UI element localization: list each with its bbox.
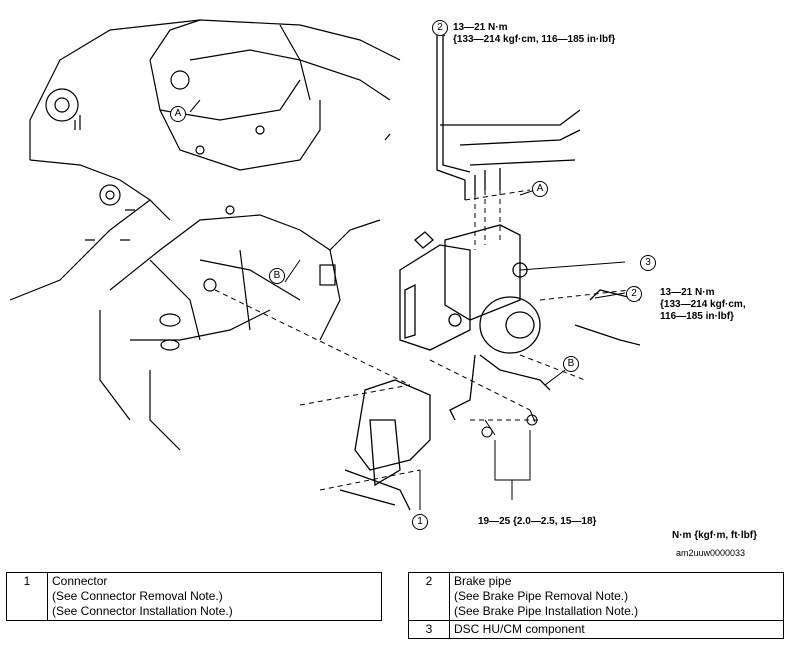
torque-right-line1: 13—21 N·m (660, 287, 715, 298)
callout-3: 3 (640, 255, 656, 271)
legend-num-1: 1 (6, 572, 48, 621)
legend-title-3: DSC HU/CM component (449, 620, 784, 639)
legend-note-1b: (See Connector Installation Note.) (52, 604, 233, 618)
exploded-view-diagram (9, 19, 641, 511)
torque-label-top: 13—21 N·m {133—214 kgf·cm, 116—185 in·lb… (453, 22, 615, 46)
callout-2-top: 2 (432, 20, 448, 36)
brake-pipes (436, 30, 641, 346)
torque-label-right: 13—21 N·m {133—214 kgf·cm, 116—185 in·lb… (660, 287, 746, 323)
legend-table-left: 1 Connector (See Connector Removal Note.… (6, 572, 382, 621)
dsc-hu-cm-component (399, 224, 551, 421)
torque-top-line1: 13—21 N·m (453, 22, 508, 33)
connector-bracket (339, 379, 431, 511)
legend-row-1: 1 Connector (See Connector Removal Note.… (6, 572, 382, 621)
callout-a-unit: A (532, 181, 548, 197)
legend-note-2a: (See Brake Pipe Removal Note.) (454, 589, 629, 603)
legend-num-2: 2 (408, 572, 450, 621)
legend-title-2: Brake pipe (454, 574, 512, 588)
legend-desc-2: Brake pipe (See Brake Pipe Removal Note.… (449, 572, 784, 621)
torque-right-line2: {133—214 kgf·cm, (660, 299, 746, 310)
legend-title-1: Connector (52, 574, 108, 588)
legend-note-1a: (See Connector Removal Note.) (52, 589, 223, 603)
callout-b-unit: B (563, 356, 579, 372)
legend-row-3: 3 DSC HU/CM component (408, 620, 784, 639)
legend-desc-1: Connector (See Connector Removal Note.) … (47, 572, 382, 621)
torque-right-line3: 116—185 in·lbf} (660, 311, 734, 322)
vehicle-body-panel (9, 19, 401, 451)
torque-label-bottom: 19—25 {2.0—2.5, 15—18} (478, 516, 597, 527)
mounting-bolts (481, 409, 538, 438)
units-note: N·m {kgf·m, ft·lbf} (672, 530, 757, 541)
legend-table-right: 2 Brake pipe (See Brake Pipe Removal Not… (408, 572, 784, 639)
leader-lines (189, 29, 626, 510)
legend-note-2b: (See Brake Pipe Installation Note.) (454, 604, 639, 618)
legend-num-3: 3 (408, 620, 450, 639)
torque-top-line2: {133—214 kgf·cm, 116—185 in·lbf} (453, 34, 616, 45)
callout-a-body: A (170, 106, 186, 122)
callout-b-body: B (269, 268, 285, 284)
legend-row-2: 2 Brake pipe (See Brake Pipe Removal Not… (408, 572, 784, 621)
dashed-guide-lines (214, 189, 631, 491)
callout-2-right: 2 (626, 286, 642, 302)
callout-1: 1 (412, 514, 428, 530)
figure-code: am2uuw0000033 (676, 548, 746, 558)
